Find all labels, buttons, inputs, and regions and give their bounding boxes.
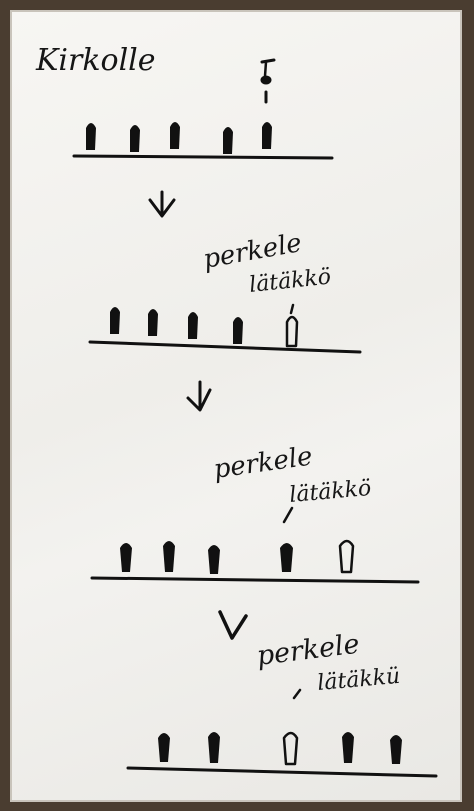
figure — [280, 543, 293, 572]
figures-row-2 — [110, 307, 243, 344]
music-note-icon — [261, 60, 274, 102]
down-arrow-icon — [220, 612, 246, 638]
figure — [188, 312, 198, 339]
figures-row-3 — [120, 541, 353, 574]
title-text: Kirkolle — [35, 43, 156, 78]
figure — [110, 307, 120, 334]
ground-line-1 — [74, 156, 332, 158]
down-arrow-icon — [188, 382, 210, 410]
speech-tick — [284, 508, 292, 522]
figure-speaking — [340, 541, 353, 572]
step-1-line-2: lätäkkö — [248, 265, 332, 298]
figure — [163, 541, 175, 572]
down-arrow-icon — [150, 192, 174, 216]
figure-speaking — [284, 733, 297, 764]
figure — [390, 735, 402, 764]
figure — [342, 732, 354, 763]
ground-line-2 — [90, 342, 360, 352]
step-2-line-1: perkele — [212, 441, 315, 485]
figure — [233, 317, 243, 344]
figure — [262, 122, 272, 149]
speech-tick — [294, 690, 300, 698]
figure — [158, 733, 170, 762]
step-2-line-2: lätäkkö — [288, 476, 372, 508]
step-3-line-2: lätäkkü — [316, 664, 401, 696]
figure — [130, 125, 140, 152]
figure — [170, 122, 180, 149]
figure — [86, 123, 96, 150]
speech-tick — [291, 305, 293, 313]
figure — [208, 545, 220, 574]
figures-row-4 — [158, 732, 402, 764]
ground-line-3 — [92, 578, 418, 582]
step-3-line-1: perkele — [255, 629, 361, 672]
figure-speaking — [287, 317, 297, 346]
figures-row-1 — [86, 122, 272, 154]
figure — [120, 543, 132, 572]
figure — [208, 732, 220, 763]
ground-line-4 — [128, 768, 436, 776]
figure — [148, 309, 158, 336]
figure — [223, 127, 233, 154]
